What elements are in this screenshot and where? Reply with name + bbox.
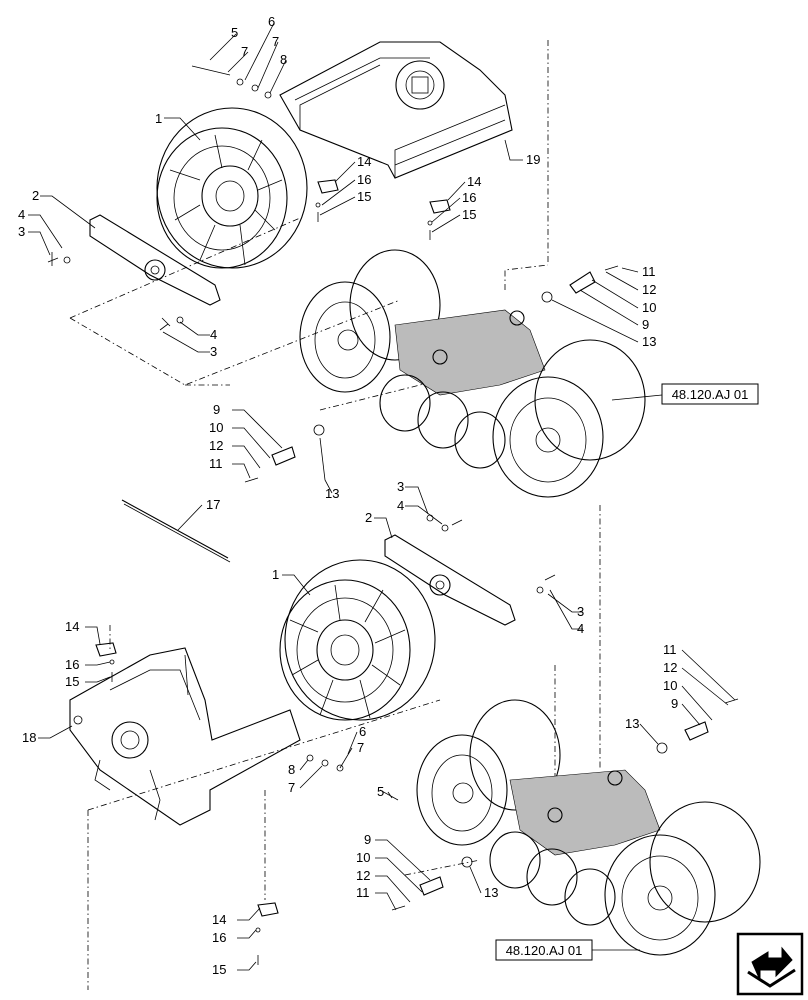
wheel-1-lower: [279, 559, 436, 721]
callout-12-lower-b: 12: [356, 868, 370, 883]
callout-15-lower-b: 15: [212, 962, 226, 977]
reference-label-lower[interactable]: 48.120.AJ 01: [506, 943, 583, 958]
callout-8-lower: 8: [288, 762, 295, 777]
callout-14-lower-b: 14: [212, 912, 226, 927]
bolts-upper-left: [47, 252, 184, 331]
fasteners-lower: [306, 754, 399, 801]
callout-7-lower-b: 7: [288, 780, 295, 795]
callout-10-upper-b: 10: [209, 420, 223, 435]
callout-4-upper-a: 4: [18, 207, 25, 222]
reference-box-upper[interactable]: 48.120.AJ 01: [661, 383, 759, 405]
callout-2-upper: 2: [32, 188, 39, 203]
callout-11-upper-b: 11: [209, 456, 223, 471]
reference-box-lower[interactable]: 48.120.AJ 01: [495, 939, 593, 961]
callout-12-upper-b: 12: [209, 438, 223, 453]
callout-2-lower: 2: [365, 510, 372, 525]
wheel-1-upper: [156, 107, 308, 269]
callout-10-lower-a: 10: [663, 678, 677, 693]
callout-7-upper-a: 7: [241, 44, 248, 59]
callout-3-upper-b: 3: [210, 344, 217, 359]
pads-upper: [315, 179, 451, 240]
callout-16-upper-a: 16: [357, 172, 371, 187]
reference-label-upper[interactable]: 48.120.AJ 01: [672, 387, 749, 402]
callout-8-upper: 8: [280, 52, 287, 67]
undercarriage-upper: [299, 249, 646, 498]
callout-19: 19: [526, 152, 540, 167]
callout-18: 18: [22, 730, 36, 745]
callout-15-upper-b: 15: [462, 207, 476, 222]
leader-lines: [28, 22, 736, 971]
callout-16-lower-a: 16: [65, 657, 79, 672]
callout-9-upper-a: 9: [642, 317, 649, 332]
callout-1-lower: 1: [272, 567, 279, 582]
undercarriage-lower: [416, 699, 761, 956]
callout-15-lower-a: 15: [65, 674, 79, 689]
callout-12-upper-a: 12: [642, 282, 656, 297]
callout-4-lower-a: 4: [397, 498, 404, 513]
fasteners-upper-top: [191, 65, 272, 99]
callout-6-upper: 6: [268, 14, 275, 29]
page-navigation-arrow-icon[interactable]: [736, 932, 804, 996]
callout-6-lower: 6: [359, 724, 366, 739]
callout-labels: 1 5 7 6 7 8 2 4 3 4 3 14 16 15 14 16 15 …: [18, 14, 678, 977]
callout-14-upper-b: 14: [467, 174, 481, 189]
callout-3-lower-a: 3: [397, 479, 404, 494]
arm-2-lower: [384, 534, 516, 626]
callout-7-upper-b: 7: [272, 34, 279, 49]
callout-1-upper: 1: [155, 111, 162, 126]
callout-11-lower-b: 11: [356, 885, 370, 900]
callout-9-upper-b: 9: [213, 402, 220, 417]
callout-13-upper-a: 13: [642, 334, 656, 349]
callout-10-lower-b: 10: [356, 850, 370, 865]
pins-lower: [391, 698, 739, 911]
callout-3-lower-b: 3: [577, 604, 584, 619]
bolts-lower: [426, 514, 556, 594]
construction-lines-lower: [87, 505, 601, 990]
callout-4-upper-b: 4: [210, 327, 217, 342]
callout-13-lower-b: 13: [484, 885, 498, 900]
construction-lines-upper: [69, 40, 549, 411]
arm-2-upper: [89, 214, 221, 306]
callout-3-upper-a: 3: [18, 224, 25, 239]
callout-11-upper-a: 11: [642, 264, 656, 279]
callout-16-lower-b: 16: [212, 930, 226, 945]
rod-17: [121, 499, 231, 563]
callout-9-lower-a: 9: [671, 696, 678, 711]
frame-18-lower: [69, 647, 301, 826]
callout-12-lower-a: 12: [663, 660, 677, 675]
callout-7-lower-a: 7: [357, 740, 364, 755]
callout-5-upper: 5: [231, 25, 238, 40]
callout-4-lower-b: 4: [577, 621, 584, 636]
callout-9-lower-b: 9: [364, 832, 371, 847]
pads-lower-left: [95, 642, 279, 965]
callout-17: 17: [206, 497, 220, 512]
callout-16-upper-b: 16: [462, 190, 476, 205]
callout-15-upper-a: 15: [357, 189, 371, 204]
callout-5-lower: 5: [377, 784, 384, 799]
callout-11-lower-a: 11: [663, 642, 677, 657]
frame-19-upper: [279, 41, 513, 179]
callout-10-upper-a: 10: [642, 300, 656, 315]
callout-14-lower-a: 14: [65, 619, 79, 634]
callout-13-upper-b: 13: [325, 486, 339, 501]
callout-13-lower-a: 13: [625, 716, 639, 731]
callout-14-upper-a: 14: [357, 154, 371, 169]
